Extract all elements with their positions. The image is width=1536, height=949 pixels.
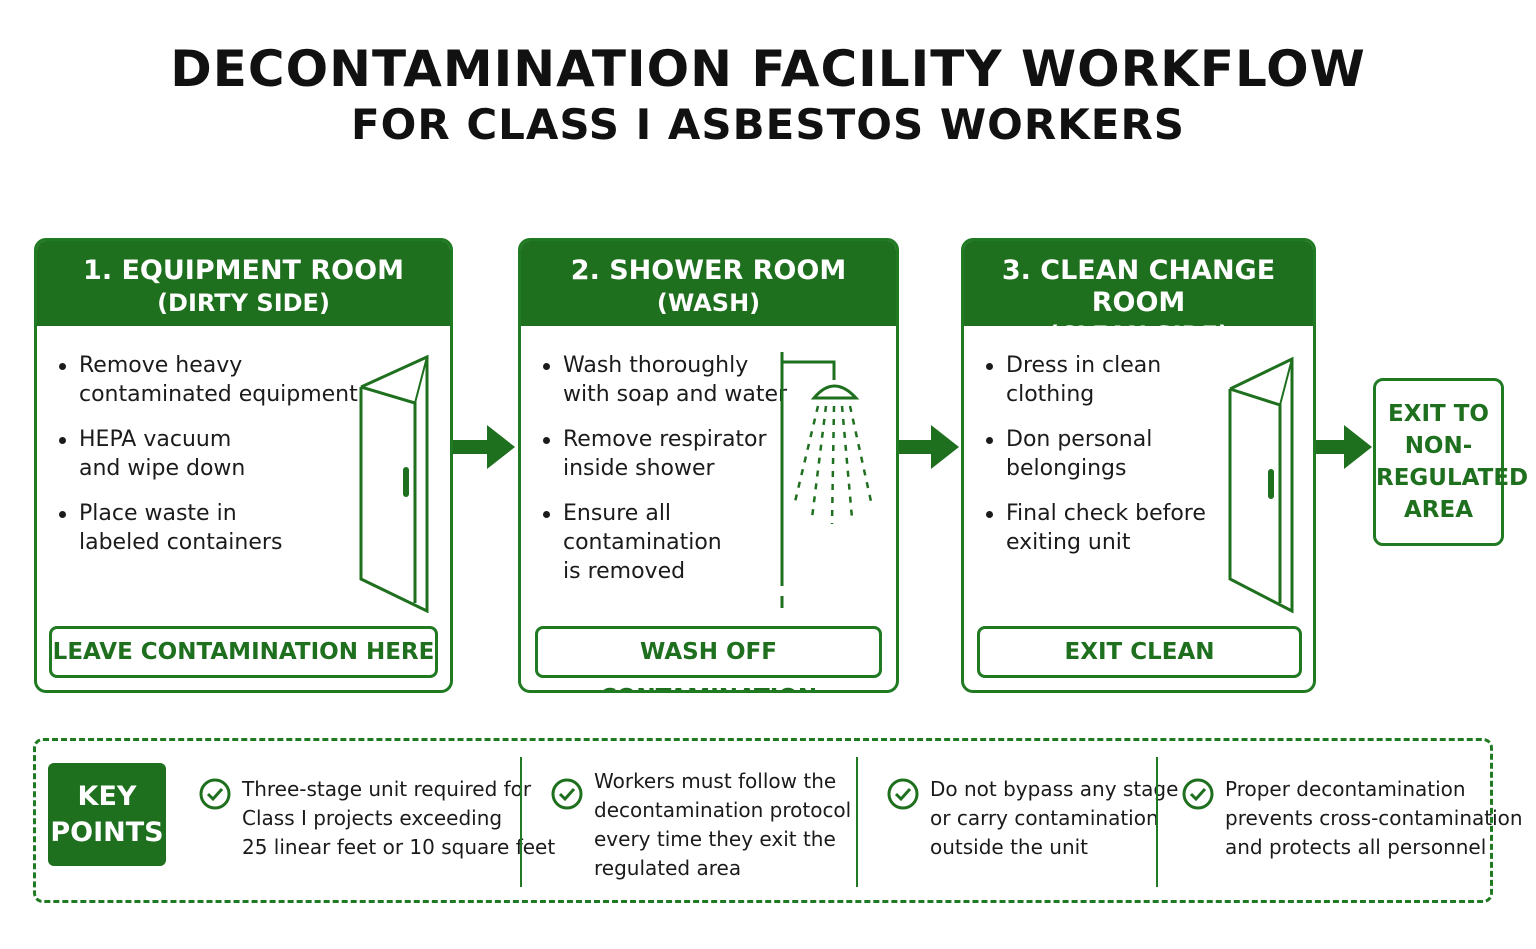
stage-title: 2. SHOWER ROOM	[570, 255, 847, 286]
shower-icon	[780, 352, 874, 608]
key-point-item: Workers must follow the decontamination …	[550, 741, 852, 900]
key-point-text: Three-stage unit required for Class I pr…	[242, 777, 556, 859]
arrow-right-icon	[453, 425, 515, 469]
stage-subtitle: (WASH)	[656, 289, 761, 317]
exit-to-non-regulated-area[interactable]: EXIT TO NON- REGULATED AREA	[1373, 378, 1529, 546]
arrow-right-icon	[899, 425, 959, 469]
leave-contamination-button[interactable]: LEAVE CONTAMINATION HERE	[49, 626, 438, 678]
key-point-item: Do not bypass any stage or carry contami…	[886, 741, 1178, 900]
exit-label-line: EXIT TO	[1388, 401, 1489, 427]
divider	[1156, 757, 1158, 887]
stage-header: 2. SHOWER ROOM (WASH)	[521, 241, 896, 326]
stage-subtitle: (CLEAN SIDE)	[1048, 321, 1229, 349]
exit-label-line: NON-	[1404, 433, 1473, 459]
key-point-item: Proper decontamination prevents cross-co…	[1181, 741, 1523, 900]
stage-header: 1. EQUIPMENT ROOM (DIRTY SIDE)	[37, 241, 450, 326]
stage-header: 3. CLEAN CHANGE ROOM (CLEAN SIDE)	[964, 241, 1313, 349]
key-point-text: Do not bypass any stage or carry contami…	[930, 777, 1179, 859]
exit-label-line: REGULATED	[1376, 465, 1529, 491]
door-icon	[359, 354, 429, 613]
door-icon	[1228, 356, 1294, 614]
key-points-panel: KEY POINTS Three-stage unit required for…	[33, 738, 1523, 903]
stage-equipment-room: 1. EQUIPMENT ROOM (DIRTY SIDE) Remove he…	[34, 238, 453, 693]
stage-title: 3. CLEAN CHANGE ROOM	[1001, 255, 1276, 318]
page-title: DECONTAMINATION FACILITY WORKFLOW	[170, 40, 1366, 98]
key-point-text: Proper decontamination prevents cross-co…	[1225, 777, 1523, 859]
wash-off-contamination-button[interactable]: WASH OFF CONTAMINATION	[535, 626, 882, 690]
stage-title: 1. EQUIPMENT ROOM	[83, 255, 404, 286]
check-circle-icon	[1182, 778, 1214, 810]
arrow-right-icon	[1316, 425, 1372, 469]
stage-subtitle: (DIRTY SIDE)	[157, 289, 330, 317]
stage-clean-change-room: 3. CLEAN CHANGE ROOM (CLEAN SIDE) Dress …	[961, 238, 1316, 693]
page-subtitle: FOR CLASS I ASBESTOS WORKERS	[350, 100, 1186, 149]
key-point-item: Three-stage unit required for Class I pr…	[198, 741, 555, 900]
divider	[520, 757, 522, 887]
exit-clean-button[interactable]: EXIT CLEAN	[977, 626, 1302, 678]
check-circle-icon	[887, 778, 919, 810]
divider	[856, 757, 858, 887]
check-circle-icon	[551, 778, 583, 810]
key-point-text: Workers must follow the decontamination …	[594, 769, 852, 880]
key-points-badge: KEY POINTS	[48, 763, 166, 866]
exit-label-line: AREA	[1403, 497, 1474, 523]
check-circle-icon	[199, 778, 231, 810]
